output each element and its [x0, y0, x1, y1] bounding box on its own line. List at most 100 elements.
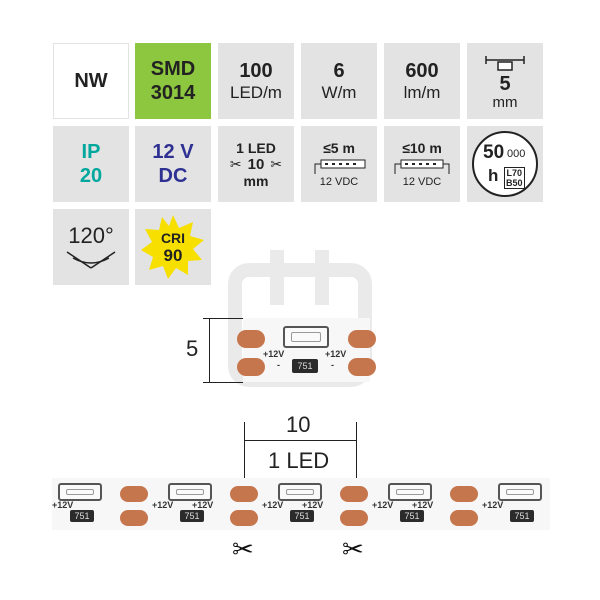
tile-lifetime: 50 000 h L70 B50 [467, 126, 543, 202]
ip-rating-line1: IP [81, 141, 101, 163]
double-feed-voltage: 12 VDC [402, 176, 442, 188]
led-chip [498, 483, 542, 501]
plus-label: +12V [372, 500, 394, 510]
resistor-code: 751 [294, 511, 310, 521]
copper-pad [230, 486, 258, 502]
strip-width-value: 5 [499, 72, 511, 95]
tile-beam-angle: 120° [53, 209, 129, 285]
strip-long: +12V 751 +12V +12V 751 +12V +12V 751 +12… [52, 478, 550, 530]
copper-pad [348, 358, 376, 376]
led-type-line1: SMD [150, 58, 196, 80]
resistor-code: 751 [74, 511, 90, 521]
plus-label: +12V [262, 500, 284, 510]
resistor-code: 751 [404, 511, 420, 521]
plus-label: +12V [482, 500, 504, 510]
tile-double-feed-length: ≤10 m 12 VDC [384, 126, 460, 202]
resistor-code: 751 [297, 361, 313, 371]
beam-angle-icon [66, 251, 116, 269]
cut-length-unit: mm [243, 172, 269, 189]
power-value: 6 [333, 60, 345, 82]
tile-cut-length: 1 LED ✂ 10 ✂ mm [218, 126, 294, 202]
strip-width-unit: mm [492, 93, 518, 111]
tile-cri: CRI 90 [135, 209, 211, 285]
luminous-flux-value: 600 [405, 60, 439, 82]
tile-voltage: 12 V DC [135, 126, 211, 202]
scissors-icon: ✂ [270, 155, 283, 172]
beam-angle-value: 120° [68, 223, 114, 248]
led-type-line2: 3014 [150, 82, 196, 104]
plus-label: +12V [192, 500, 214, 510]
strip-segment-detail: +12V +12V - - 751 [237, 318, 376, 382]
tile-led-density: 100 LED/m [218, 43, 294, 119]
led-density-unit: LED/m [230, 83, 282, 102]
double-feed-icon [394, 159, 450, 174]
copper-pad [450, 486, 478, 502]
resistor-code: 751 [184, 511, 200, 521]
power-unit: W/m [321, 83, 357, 102]
cri-value: 90 [163, 245, 183, 265]
scissors-icon: ✂ [229, 155, 242, 172]
copper-pad [120, 510, 148, 526]
minus-label: - [331, 360, 334, 370]
led-chip [283, 326, 329, 348]
lifetime-unit: h [488, 166, 499, 185]
tile-color-temperature: NW [53, 43, 129, 119]
copper-pad [348, 330, 376, 348]
cri-badge-icon [141, 215, 204, 279]
plus-label: +12V [263, 349, 285, 359]
voltage-line2: DC [158, 165, 188, 187]
single-feed-voltage: 12 VDC [319, 176, 359, 188]
lifetime-rating-bottom: B50 [506, 178, 523, 188]
resistor: 751 [290, 510, 314, 522]
resistor: 751 [400, 510, 424, 522]
copper-pad [120, 486, 148, 502]
plus-label: +12V [412, 500, 434, 510]
plus-label: +12V [152, 500, 174, 510]
scissors-icon: ✂ [342, 534, 364, 564]
resistor: 751 [70, 510, 94, 522]
luminous-flux-unit: lm/m [403, 83, 441, 102]
copper-pad [230, 510, 258, 526]
cri-label: CRI [160, 229, 186, 246]
plus-label: +12V [302, 500, 324, 510]
resistor: 751 [292, 359, 318, 373]
tile-led-type: SMD 3014 [135, 43, 211, 119]
ip-rating-line2: 20 [79, 165, 103, 187]
tile-power: 6 W/m [301, 43, 377, 119]
pitch-label: 10 [286, 412, 311, 437]
resistor-code: 751 [514, 511, 530, 521]
lifetime-sub: 000 [507, 148, 526, 160]
pitch-led-label: 1 LED [268, 448, 330, 473]
copper-pad [237, 330, 265, 348]
plus-label: +12V [52, 500, 74, 510]
tile-strip-width: 5 mm [467, 43, 543, 119]
copper-pad [340, 510, 368, 526]
tile-luminous-flux: 600 lm/m [384, 43, 460, 119]
led-chip [278, 483, 322, 501]
single-feed-length: ≤5 m [323, 140, 355, 156]
led-density-value: 100 [239, 60, 273, 82]
strip-width-icon [485, 55, 525, 71]
lifetime-badge: 50 000 h L70 B50 [472, 131, 538, 197]
height-label: 5 [186, 336, 199, 361]
lifetime-rating: L70 B50 [504, 167, 525, 189]
scissors-icon: ✂ [232, 534, 254, 564]
resistor: 751 [510, 510, 534, 522]
resistor: 751 [180, 510, 204, 522]
plus-label: +12V [325, 349, 347, 359]
lifetime-value: 50 [483, 142, 505, 163]
copper-pad [450, 510, 478, 526]
led-chip [388, 483, 432, 501]
lifetime-rating-top: L70 [506, 168, 523, 178]
color-temperature-label: NW [74, 70, 108, 92]
minus-label: - [277, 360, 280, 370]
copper-pad [340, 486, 368, 502]
double-feed-length: ≤10 m [402, 140, 442, 156]
cut-length-top: 1 LED [236, 139, 276, 156]
tile-single-feed-length: ≤5 m 12 VDC [301, 126, 377, 202]
voltage-line1: 12 V [152, 141, 194, 163]
cut-length-value: 10 [247, 155, 265, 173]
tile-ip-rating: IP 20 [53, 126, 129, 202]
led-chip [58, 483, 102, 501]
led-chip [168, 483, 212, 501]
